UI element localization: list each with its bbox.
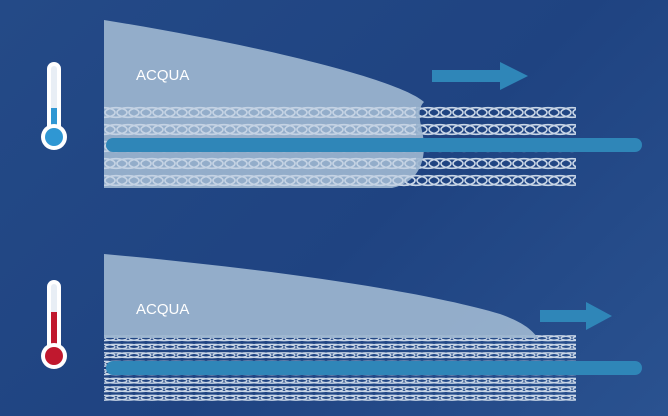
panel-cold: ACQUA <box>41 20 642 188</box>
fiber-bar <box>106 361 642 375</box>
thermometer-cold-icon <box>41 62 67 150</box>
thermometer-hot-icon <box>41 280 67 369</box>
water-label: ACQUA <box>136 301 189 318</box>
arrow-right-icon <box>432 62 528 90</box>
arrow-right-icon <box>540 302 612 330</box>
panel-hot: ACQUA <box>41 254 642 402</box>
water-region-hot <box>104 254 538 338</box>
water-label: ACQUA <box>136 67 189 84</box>
fiber-bar <box>106 138 642 152</box>
